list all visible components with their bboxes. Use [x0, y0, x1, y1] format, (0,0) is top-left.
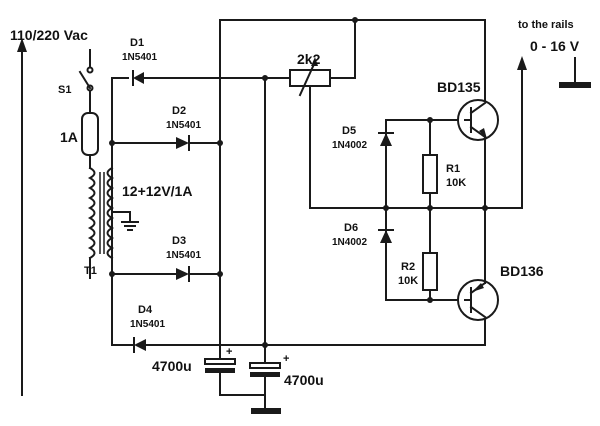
- d2-part-label: 1N5401: [166, 120, 201, 131]
- d6-part-label: 1N4002: [332, 237, 367, 248]
- capacitor-c2: [249, 362, 281, 409]
- transformer-secondary-coil: [106, 166, 115, 260]
- d2-name-label: D2: [172, 105, 186, 117]
- r2-value-label: 10K: [398, 275, 418, 287]
- d4-part-label: 1N5401: [130, 319, 165, 330]
- switch-s1: [78, 66, 94, 92]
- output-range-label: 0 - 16 V: [530, 38, 580, 54]
- output-title-label: to the rails: [518, 19, 574, 31]
- secondary-rating-label: 12+12V/1A: [122, 183, 192, 199]
- junction-dots: [109, 17, 488, 348]
- diode-d2: [176, 135, 221, 151]
- potentiometer-2k2: [289, 19, 356, 209]
- r1-name-label: R1: [446, 163, 460, 175]
- d4-name-label: D4: [138, 304, 153, 316]
- negative-rail: [264, 77, 486, 364]
- c1-value-label: 4700u: [152, 358, 192, 374]
- center-tap-ground: [111, 211, 139, 231]
- c1-plus-label: +: [226, 346, 232, 358]
- d1-name-label: D1: [130, 37, 144, 49]
- output-ground: [559, 57, 591, 88]
- c2-plus-label: +: [283, 353, 289, 365]
- main-ground: [219, 394, 281, 414]
- transformer-core: [99, 172, 105, 254]
- transformer-primary-coil: [87, 166, 96, 260]
- resistor-r2: [422, 252, 438, 291]
- transistor-bd136: [457, 207, 499, 321]
- output-wiring: [429, 56, 527, 209]
- mains-input-arrow: [17, 38, 27, 396]
- r1-value-label: 10K: [446, 177, 466, 189]
- secondary-wiring: [111, 77, 177, 346]
- mains-voltage-label: 110/220 Vac: [10, 27, 88, 43]
- d5-name-label: D5: [342, 125, 356, 137]
- diode-d4: [133, 337, 266, 353]
- d5-part-label: 1N4002: [332, 140, 367, 151]
- d1-part-label: 1N5401: [122, 52, 157, 63]
- q2-label: BD136: [500, 263, 544, 279]
- r2-name-label: R2: [401, 261, 415, 273]
- potentiometer-label: 2k2: [297, 51, 321, 67]
- q1-label: BD135: [437, 79, 481, 95]
- d3-name-label: D3: [172, 235, 186, 247]
- fuse-label: 1A: [60, 129, 78, 145]
- transistor-bd135: [457, 99, 499, 209]
- resistor-r1: [422, 154, 438, 194]
- d6-name-label: D6: [344, 222, 358, 234]
- d3-part-label: 1N5401: [166, 250, 201, 261]
- c2-value-label: 4700u: [284, 372, 324, 388]
- diode-d6: [378, 229, 394, 243]
- switch-label: S1: [58, 84, 71, 96]
- diode-d5: [378, 132, 394, 146]
- fuse: [81, 112, 99, 156]
- transformer-label: T1: [84, 265, 97, 277]
- diode-d3: [176, 266, 221, 282]
- capacitor-c1: [204, 354, 236, 396]
